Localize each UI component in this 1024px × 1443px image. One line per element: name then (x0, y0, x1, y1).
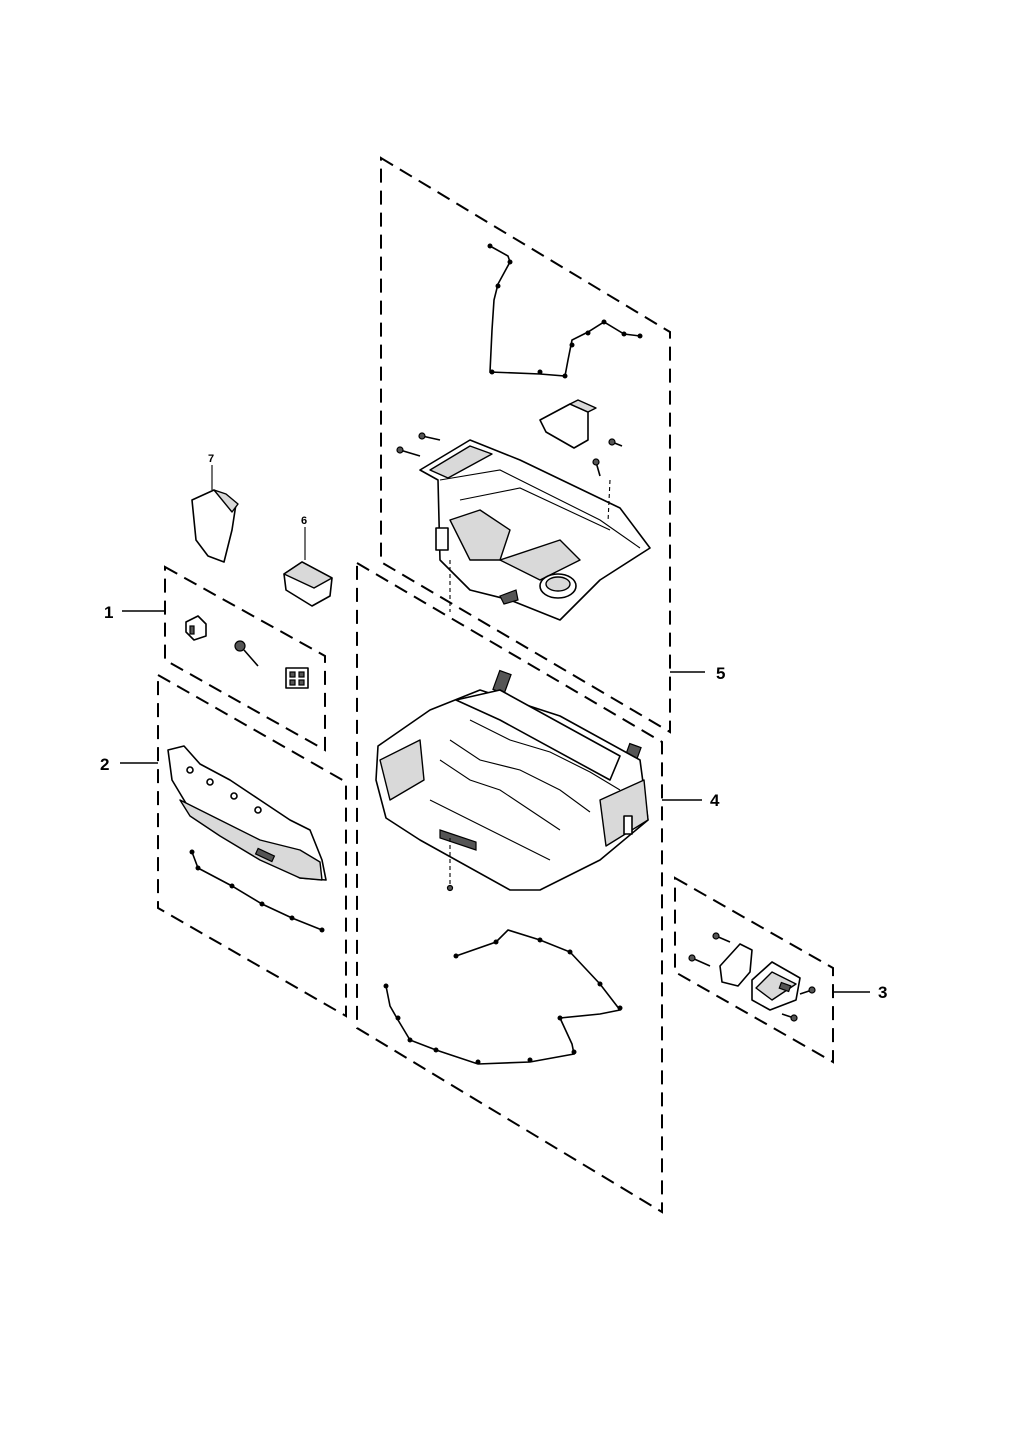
assembly-group-5: 5 (380, 156, 725, 734)
sensor-part (234, 640, 259, 667)
group-1-boundary (164, 565, 326, 752)
base-frame (375, 689, 649, 892)
wire-harness-lower (383, 929, 623, 1065)
wire-harness-front (189, 849, 325, 933)
part-7: 7 (191, 453, 239, 563)
group-4-boundary (356, 561, 663, 1214)
side-bracket (688, 932, 816, 1022)
callout-5: 5 (716, 664, 725, 683)
front-cover (167, 745, 327, 881)
main-frame (419, 439, 651, 621)
callout-4: 4 (710, 791, 720, 810)
chip-part (285, 667, 309, 689)
bracket-right (539, 399, 597, 449)
assembly-group-1: 1 (104, 565, 326, 752)
callout-6: 6 (301, 515, 307, 527)
callout-2: 2 (100, 755, 109, 774)
group-2-boundary (157, 673, 347, 1018)
group-3-boundary (674, 876, 834, 1064)
assembly-group-4: 4 (356, 561, 720, 1214)
callout-7: 7 (208, 453, 214, 465)
screws-group-5 (396, 432, 623, 612)
callout-1: 1 (104, 603, 113, 622)
assembly-group-3: 3 (674, 876, 887, 1064)
wire-harness-top (487, 243, 643, 379)
assembly-group-2: 2 (100, 673, 347, 1018)
connector-part (185, 615, 207, 641)
callout-3: 3 (878, 983, 887, 1002)
part-6: 6 (283, 515, 333, 607)
group-5-boundary (380, 156, 671, 734)
